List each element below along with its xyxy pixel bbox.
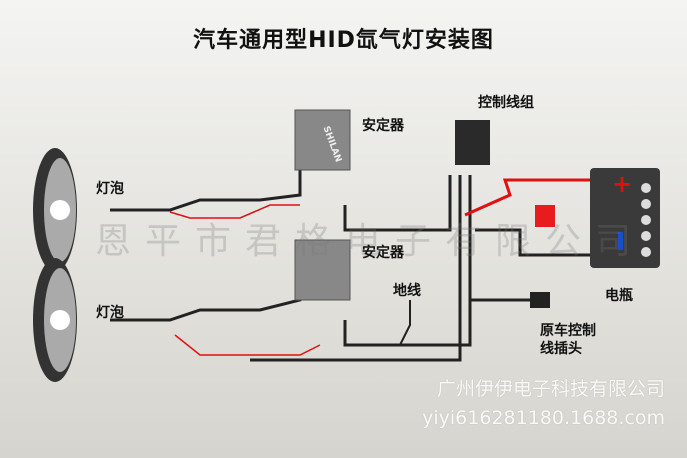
svg-text:+: + (612, 170, 632, 198)
footer-url: yiyi616281180.1688.com (422, 407, 665, 429)
battery (590, 168, 660, 268)
fuse (535, 205, 555, 227)
label-harness: 控制线组 (478, 95, 534, 111)
label-bulb-top: 灯泡 (96, 181, 124, 197)
bulb-bottom (33, 258, 77, 382)
factory-plug (530, 292, 550, 308)
wire-top-bulb (110, 170, 302, 212)
diagram-title: 汽车通用型HID氙气灯安装图 (193, 28, 494, 53)
ballast-bottom (294, 239, 351, 301)
ballast-top (294, 109, 351, 171)
label-ballast-bottom: 安定器 (362, 245, 404, 261)
bulb-top (33, 148, 77, 272)
label-ground: 地线 (393, 283, 421, 299)
label-plug-2: 线插头 (540, 341, 582, 357)
footer-company: 广州伊伊电子科技有限公司 (436, 378, 665, 400)
label-battery: 电瓶 (605, 288, 633, 304)
harness-box (455, 120, 490, 165)
label-bulb-bottom: 灯泡 (96, 305, 124, 321)
label-plug-1: 原车控制 (540, 323, 596, 339)
label-ballast-top: 安定器 (362, 118, 404, 134)
watermark: 恩平市君格电子有限公司 (95, 221, 646, 262)
wire-bottom-bulb (110, 280, 302, 322)
